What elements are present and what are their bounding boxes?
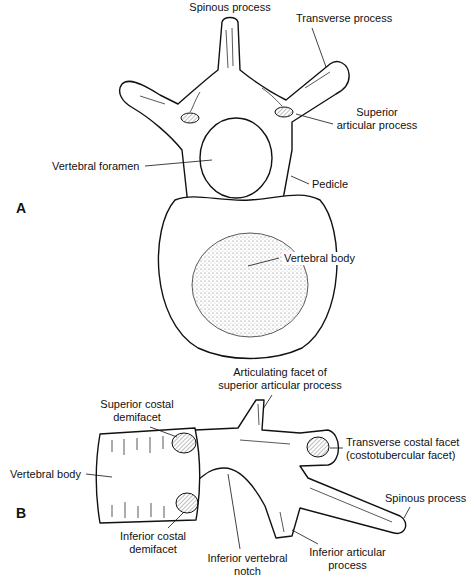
- bone-shading: [240, 404, 392, 532]
- part-label: Superior costal demifacet: [92, 398, 182, 424]
- view-letter: A: [16, 200, 26, 216]
- part-label: Spinous process: [185, 1, 275, 14]
- part-label: Spinous process: [385, 492, 466, 505]
- costal-demifacet: [176, 493, 198, 513]
- leader-line: [145, 160, 212, 166]
- vertebral-foramen: [200, 118, 272, 198]
- part-label: Articulating facet of superior articular…: [215, 366, 345, 392]
- costal-demifacet: [172, 433, 196, 453]
- part-label: Inferior costal demifacet: [108, 530, 198, 556]
- articular-facet: [181, 113, 199, 123]
- transverse-facet: [307, 437, 329, 457]
- view-letter: B: [16, 505, 26, 521]
- posterior-elements: [195, 400, 406, 538]
- leader-line: [228, 474, 240, 549]
- leader-line: [150, 427, 177, 437]
- leader-line: [168, 512, 184, 528]
- leader-line: [86, 474, 112, 477]
- end-plate: [192, 233, 308, 337]
- leader-line: [248, 258, 279, 266]
- part-label: Vertebral body: [282, 252, 357, 265]
- part-label: Pedicle: [312, 178, 348, 191]
- leader-line: [296, 114, 333, 124]
- part-label: Inferior articular process: [300, 546, 395, 572]
- part-label: Vertebral body: [10, 468, 81, 481]
- leader-line: [330, 448, 343, 449]
- leader-line: [291, 176, 309, 184]
- bone-striations: [112, 436, 164, 518]
- vertebral-body: [96, 428, 199, 523]
- neural-arch: [120, 18, 349, 206]
- leader-line: [312, 28, 326, 67]
- articular-facet: [275, 107, 293, 117]
- leader-line: [292, 530, 318, 544]
- part-label: Inferior vertebral notch: [200, 552, 295, 578]
- part-label: Vertebral foramen: [52, 160, 139, 173]
- leader-line: [404, 507, 410, 518]
- bone-shading: [140, 28, 330, 112]
- vertebral-body: [158, 195, 337, 358]
- superior-view: [120, 18, 349, 359]
- leader-line: [263, 395, 272, 409]
- part-label: Transverse process: [296, 12, 392, 25]
- part-label: Superior articular process: [336, 106, 418, 132]
- part-label: Transverse costal facet (costotubercular…: [346, 436, 470, 462]
